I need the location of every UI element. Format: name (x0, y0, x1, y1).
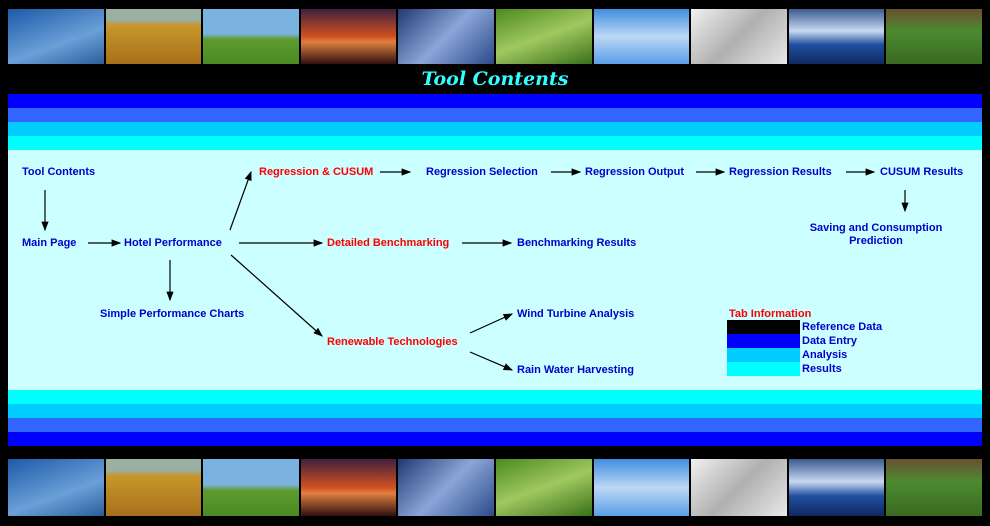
top-photo-banner (8, 9, 982, 64)
node-main-page[interactable]: Main Page (22, 237, 77, 249)
band-blue-bottom (8, 418, 982, 432)
node-cusum-results[interactable]: CUSUM Results (880, 166, 964, 178)
legend-title: Tab Information (729, 308, 812, 320)
solar-panel-photo (398, 459, 494, 516)
band-blue (8, 108, 982, 122)
wind-turbine-photo (8, 9, 104, 64)
node-regression-cusum[interactable]: Regression & CUSUM (259, 166, 374, 178)
node-regression-results[interactable]: Regression Results (729, 166, 832, 178)
crop-rows-photo (886, 459, 982, 516)
grass-photo (495, 9, 592, 64)
legend-swatch-entry (727, 334, 800, 348)
band-results (8, 136, 982, 150)
node-rain-water[interactable]: Rain Water Harvesting (517, 364, 634, 376)
legend-label-entry: Data Entry (802, 335, 858, 347)
wheat-field-photo (105, 9, 202, 64)
arrow-hotel-regression (229, 170, 252, 231)
node-saving-prediction[interactable]: Saving and Consumption Prediction (796, 222, 956, 247)
sky-clouds-photo (593, 459, 690, 516)
node-regression-selection[interactable]: Regression Selection (426, 166, 538, 178)
legend-label-reference: Reference Data (802, 321, 883, 333)
node-renewable-technologies[interactable]: Renewable Technologies (327, 336, 458, 348)
arrow-renewable-wind (469, 313, 514, 334)
ocean-wave-photo (788, 9, 885, 64)
legend-swatch-reference (727, 320, 800, 334)
page-title: Tool Contents (421, 68, 569, 90)
node-detailed-benchmarking[interactable]: Detailed Benchmarking (327, 237, 450, 249)
band-analysis (8, 122, 982, 136)
node-tool-contents[interactable]: Tool Contents (22, 166, 96, 178)
sky-clouds-photo (593, 9, 690, 64)
node-hotel-performance[interactable]: Hotel Performance (124, 237, 222, 249)
ocean-wave-photo (788, 459, 885, 516)
saving-line-2: Prediction (849, 235, 903, 247)
arrow-hotel-renewable (230, 254, 323, 337)
node-wind-turbine[interactable]: Wind Turbine Analysis (517, 308, 635, 320)
legend-label-analysis: Analysis (802, 349, 848, 361)
tree-field-photo (203, 9, 299, 64)
node-benchmarking-results[interactable]: Benchmarking Results (517, 237, 637, 249)
band-results-bottom (8, 390, 982, 404)
legend-swatch-analysis (727, 348, 800, 362)
node-simple-charts[interactable]: Simple Performance Charts (100, 308, 245, 320)
band-data-entry-bottom (8, 432, 982, 446)
legend-swatch-results (727, 362, 800, 376)
house-sketch-photo (691, 459, 787, 516)
house-sketch-photo (691, 9, 787, 64)
wind-turbine-photo (8, 459, 104, 516)
grass-photo (495, 459, 592, 516)
band-analysis-bottom (8, 404, 982, 418)
saving-line-1: Saving and Consumption (809, 222, 943, 234)
solar-panel-photo (398, 9, 494, 64)
band-data-entry (8, 94, 982, 108)
sunset-photo (300, 9, 397, 64)
tree-field-photo (203, 459, 299, 516)
node-regression-output[interactable]: Regression Output (585, 166, 685, 178)
arrow-renewable-rain (469, 351, 514, 371)
bottom-photo-banner (8, 459, 982, 516)
legend-label-results: Results (802, 363, 842, 375)
sunset-photo (300, 459, 397, 516)
crop-rows-photo (886, 9, 982, 64)
wheat-field-photo (105, 459, 202, 516)
